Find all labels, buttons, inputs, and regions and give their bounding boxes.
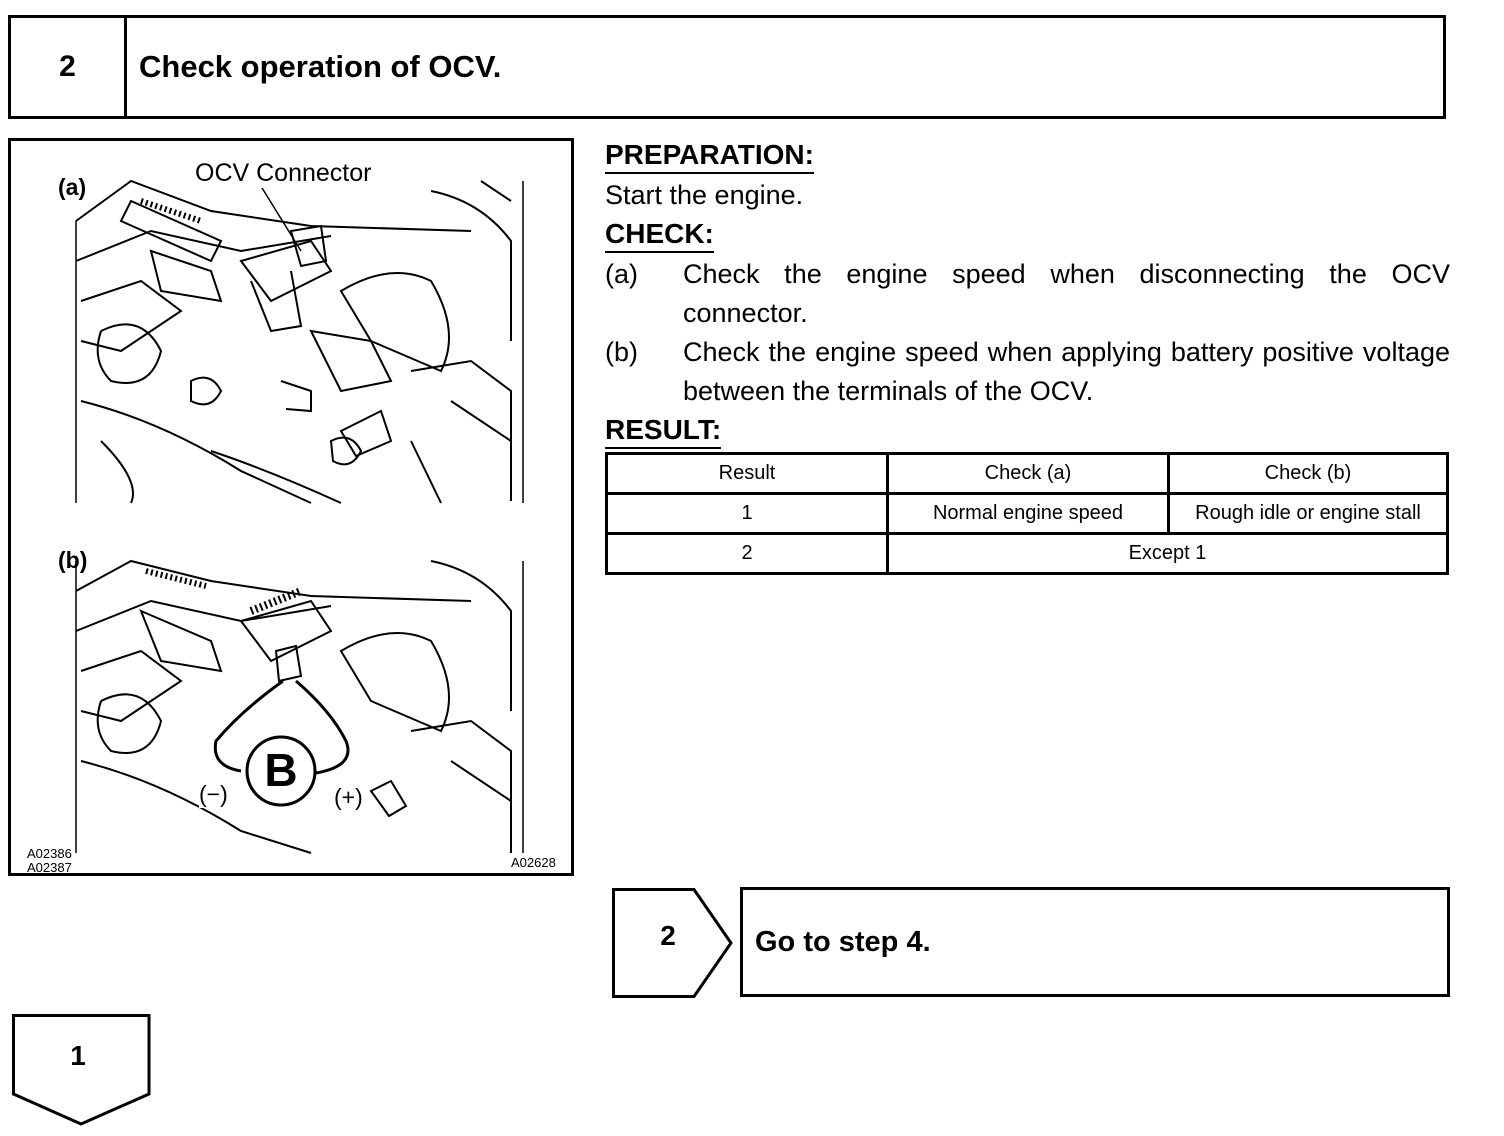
result-heading: RESULT: — [605, 413, 722, 449]
table-row: 1 Normal engine speed Rough idle or engi… — [605, 492, 1449, 535]
step-number: 2 — [11, 18, 127, 116]
check-item-a: (a) Check the engine speed when disconne… — [605, 259, 1450, 328]
goto-result-number: 2 — [660, 920, 676, 951]
battery-symbol: B — [264, 744, 298, 796]
table-cell: Rough idle or engine stall — [1167, 492, 1449, 535]
table-row: 2 Except 1 — [605, 532, 1449, 575]
result-table: Result Check (a) Check (b) 1 Normal engi… — [605, 452, 1449, 575]
goto-arrow-shape — [612, 888, 733, 998]
table-header-row: Result Check (a) Check (b) — [605, 452, 1449, 495]
table-header-cell: Result — [605, 452, 889, 495]
check-heading: CHECK: — [605, 217, 714, 253]
check-item-b: (b) Check the engine speed when applying… — [605, 337, 1450, 406]
next-result-number: 1 — [70, 1040, 86, 1071]
step-header: 2 Check operation of OCV. — [8, 15, 1446, 119]
ocv-connector-label: OCV Connector — [193, 159, 374, 188]
ocv-figure: (a) OCV Connector (b) B (−) (+) A02386 A… — [8, 138, 574, 876]
negative-terminal-label: (−) — [199, 781, 228, 808]
table-cell: Normal engine speed — [886, 492, 1170, 535]
table-cell: 1 — [605, 492, 889, 535]
panel-b-drawing — [75, 559, 524, 854]
preparation-text: Start the engine. — [605, 180, 804, 210]
figure-code-right: A02628 — [511, 855, 556, 870]
panel-a-drawing — [75, 179, 524, 504]
instructions: PREPARATION: Start the engine. CHECK: (a… — [605, 136, 1450, 451]
table-cell: Except 1 — [886, 532, 1449, 575]
positive-terminal-label: (+) — [334, 784, 363, 811]
goto-step-text: Go to step 4. — [755, 925, 931, 958]
preparation-heading: PREPARATION: — [605, 138, 814, 174]
table-cell: 2 — [605, 532, 889, 575]
panel-b-label: (b) — [58, 547, 88, 573]
figure-code-left: A02386 A02387 — [27, 846, 72, 875]
table-header-cell: Check (a) — [886, 452, 1170, 495]
table-header-cell: Check (b) — [1167, 452, 1449, 495]
step-title: Check operation of OCV. — [139, 49, 502, 84]
next-arrow-shape — [12, 1014, 151, 1126]
engine-illustration — [75, 179, 524, 854]
panel-a-label: (a) — [58, 174, 87, 200]
goto-step-box: Go to step 4. — [740, 887, 1450, 997]
